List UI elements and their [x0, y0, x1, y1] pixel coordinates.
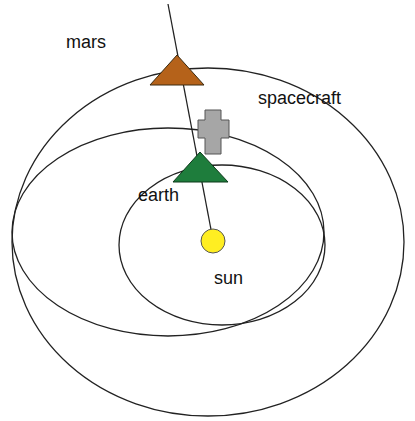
spacecraft-label: spacecraft [258, 89, 341, 109]
transfer-orbit [12, 128, 324, 336]
earth-orbit [119, 165, 325, 325]
mars-orbit [12, 68, 404, 416]
planet-label: mars [66, 33, 106, 53]
mars-triangle [150, 55, 204, 85]
star-label: sun [214, 269, 243, 289]
spacecraft-icon [198, 110, 229, 154]
earth-triangle [173, 152, 228, 182]
sun-circle [201, 229, 225, 253]
planet-label: earth [138, 186, 179, 206]
